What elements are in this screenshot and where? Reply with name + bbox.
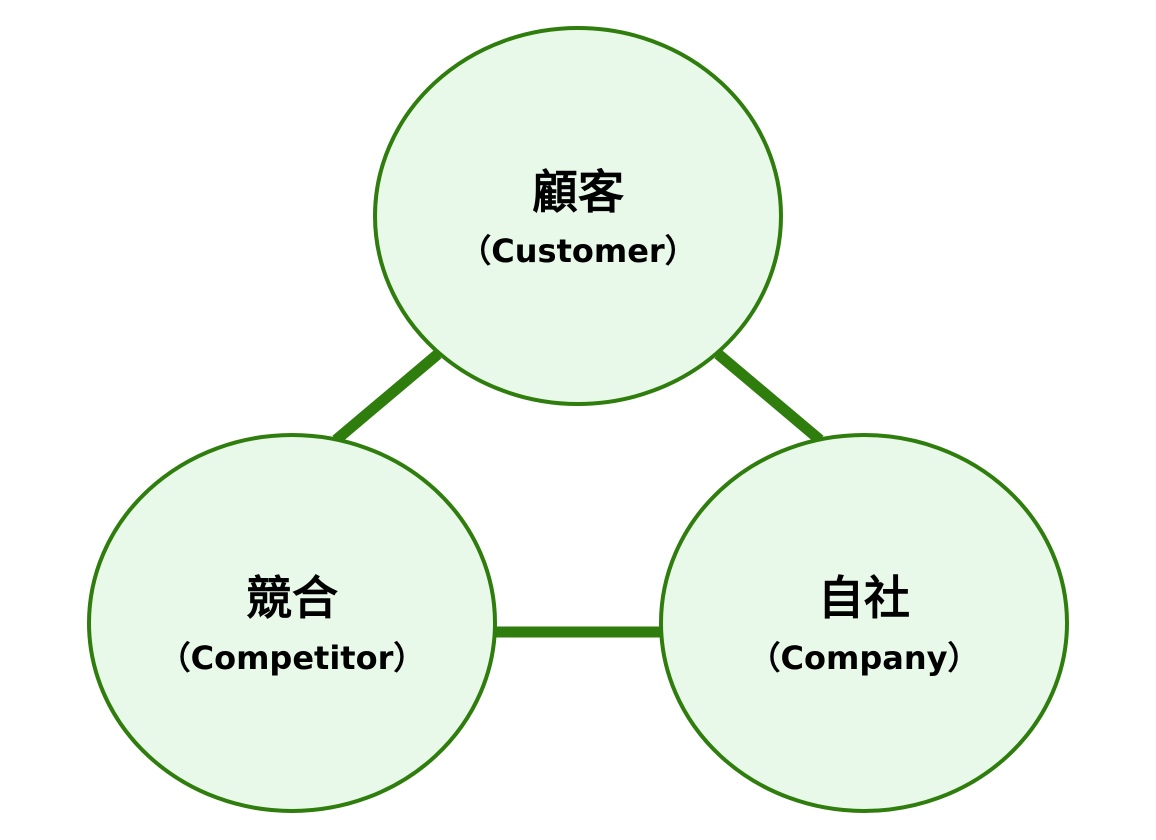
node-company-subtitle: （Company） (749, 639, 980, 677)
node-customer-circle (373, 26, 783, 406)
node-company-title: 自社 (818, 571, 910, 625)
connector-customer-company (714, 349, 824, 445)
node-company-circle (659, 433, 1069, 813)
connector-customer-competitor (332, 349, 442, 445)
node-competitor: 競合 （Competitor） (87, 433, 497, 813)
node-competitor-title: 競合 (246, 571, 338, 625)
node-company: 自社 （Company） (659, 433, 1069, 813)
node-customer-title: 顧客 (532, 165, 624, 219)
node-customer: 顧客 （Customer） (373, 26, 783, 406)
node-competitor-subtitle: （Competitor） (159, 639, 426, 677)
node-customer-subtitle: （Customer） (459, 232, 696, 270)
node-competitor-circle (87, 433, 497, 813)
